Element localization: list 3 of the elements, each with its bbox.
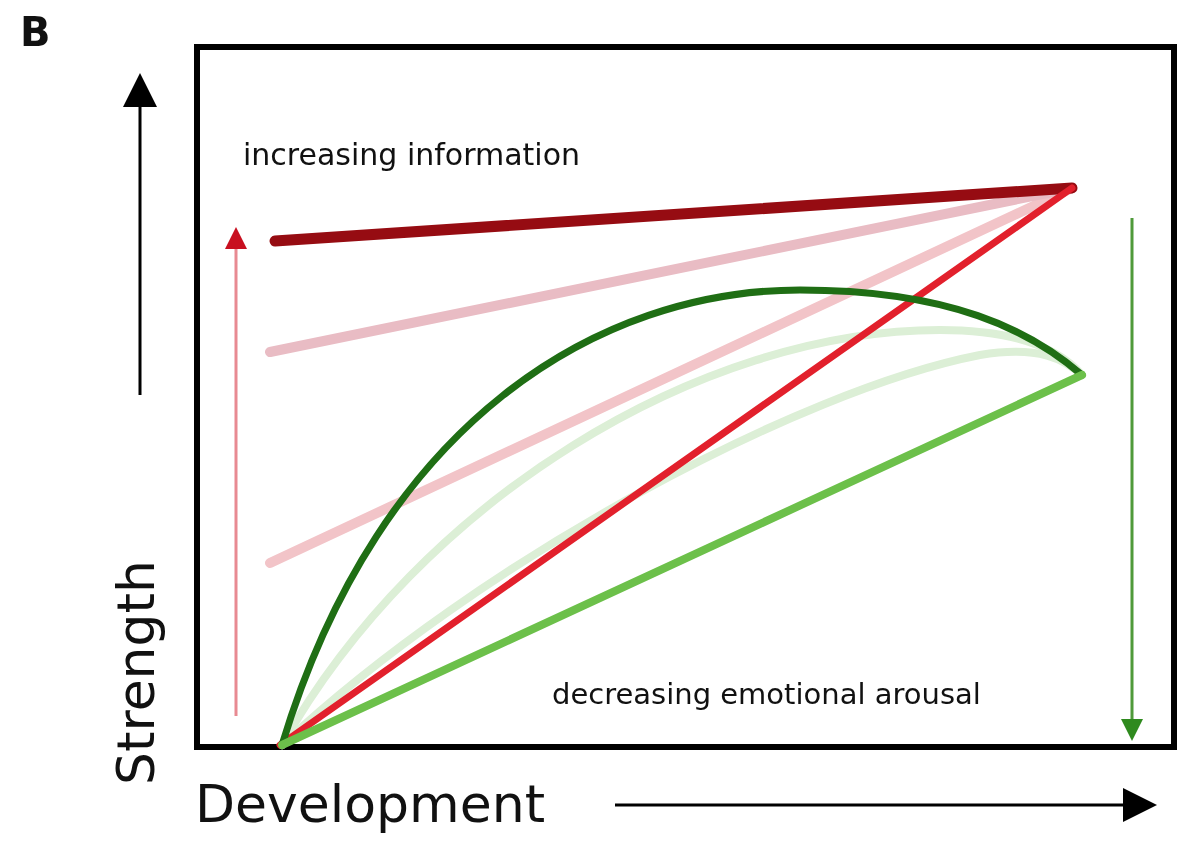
annotation-text: decreasing emotional arousal <box>552 680 981 709</box>
annotation-text: increasing information <box>243 140 581 170</box>
panel-label: B <box>20 12 51 52</box>
